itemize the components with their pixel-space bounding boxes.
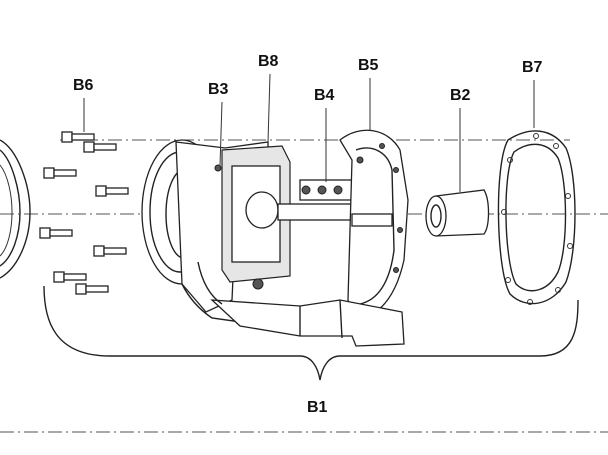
bolt — [83, 141, 117, 153]
label-b1: B1 — [307, 399, 328, 416]
bolt — [95, 185, 129, 197]
bolt — [93, 245, 127, 257]
label-b6: B6 — [73, 77, 94, 94]
label-b7: B7 — [522, 59, 543, 76]
bolt — [43, 167, 77, 179]
label-b4: B4 — [314, 87, 335, 104]
coupling-sleeve — [425, 189, 490, 237]
center-lines — [0, 139, 608, 433]
left-flange-part — [0, 139, 31, 279]
pump-housing — [141, 129, 409, 347]
gasket — [497, 130, 576, 305]
leader-lines — [83, 73, 535, 192]
bolt — [61, 131, 95, 143]
bolt — [39, 227, 73, 239]
bolt — [75, 283, 109, 295]
label-b2: B2 — [450, 87, 471, 104]
label-b5: B5 — [358, 57, 379, 74]
bolt — [53, 271, 87, 283]
label-b3: B3 — [208, 81, 229, 98]
label-b8: B8 — [258, 53, 279, 70]
b1-brace — [43, 285, 579, 381]
bolts-group — [39, 131, 129, 295]
